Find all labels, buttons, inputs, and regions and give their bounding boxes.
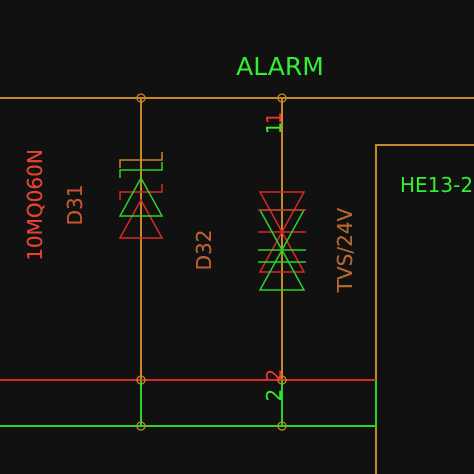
junction-dot[interactable] xyxy=(136,375,146,385)
d31-value-label-duplicate: 10MQ060N xyxy=(23,149,47,261)
junction-dot[interactable] xyxy=(277,93,287,103)
junction-dot[interactable] xyxy=(136,93,146,103)
junction-dot[interactable] xyxy=(277,375,287,385)
tvs-value-label-duplicate: TVS/24V xyxy=(333,207,357,293)
connector-wire xyxy=(375,144,474,474)
pin-number-top-duplicate: 1 xyxy=(262,122,286,135)
junction-dot[interactable] xyxy=(277,421,287,431)
junctions xyxy=(136,93,287,431)
tvs-diode-symbol[interactable] xyxy=(258,191,306,291)
pin-number-bottom: 2 xyxy=(262,369,286,382)
d31-ref-label-duplicate: D31 xyxy=(63,185,87,226)
d31-value-label: 10MQ060N xyxy=(23,149,47,261)
d32-ref-label: D32 xyxy=(192,230,216,271)
pin-number-bottom-duplicate: 2 xyxy=(262,389,286,402)
wires xyxy=(0,97,474,474)
d31-diode-symbol[interactable] xyxy=(118,152,164,239)
connector-label: HE13-2 xyxy=(400,173,473,197)
green-net-wire xyxy=(0,380,377,427)
d31-ref-label: D31 xyxy=(63,185,87,226)
net-label-alarm: ALARM xyxy=(236,52,324,81)
d32-ref-label-duplicate: D32 xyxy=(192,230,216,271)
junction-dot[interactable] xyxy=(136,421,146,431)
pin-number-top: 1 xyxy=(262,112,286,125)
tvs-value-label-green: TVS/24V xyxy=(333,207,357,293)
